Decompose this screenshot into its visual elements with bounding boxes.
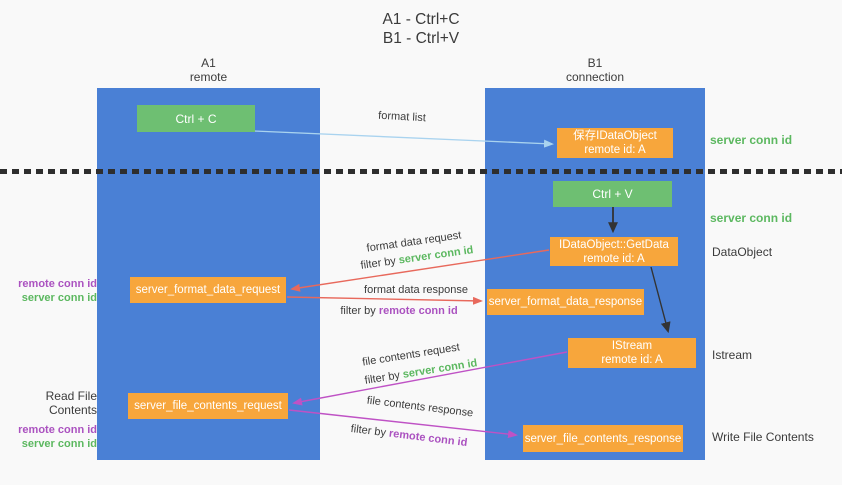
right-label-server-conn-id-2: server conn id (710, 211, 793, 225)
edge-label-format-data-response: format data response (364, 284, 468, 296)
node-server-file-contents-response-label: server_file_contents_response (524, 432, 682, 445)
lane-b1-name: B1 (587, 56, 603, 70)
node-istream-remote-id: remote id: A (601, 354, 663, 366)
left-label-read-file-contents: Read File Contents (45, 389, 97, 417)
node-server-format-data-request: server_format_data_request (130, 277, 286, 303)
remote-conn-id-text: remote conn id (388, 427, 468, 450)
lane-a1-name: A1 (201, 56, 216, 70)
node-ctrl-c-label: Ctrl + C (175, 111, 217, 126)
node-server-file-contents-request-label: server_file_contents_request (134, 400, 282, 412)
server-conn-id-text: server conn id (401, 357, 479, 381)
node-server-format-data-response: server_format_data_response (487, 289, 644, 315)
title-line-b1: B1 - Ctrl+V (382, 30, 460, 47)
left-label-server-conn-id-1: server conn id (21, 292, 97, 304)
node-ctrl-c: Ctrl + C (137, 105, 255, 132)
remote-conn-id-text: remote conn id (378, 305, 458, 317)
node-save-idataobject-remote-id: remote id: A (584, 144, 646, 156)
lane-header-b1: B1 connection (485, 56, 705, 84)
node-istream-title: IStream (611, 340, 653, 352)
diagram-title: A1 - Ctrl+C B1 - Ctrl+V (0, 10, 842, 48)
left-label-block-file: Read File Contents remote conn id server… (0, 389, 97, 451)
lane-header-a1: A1 remote (97, 56, 320, 84)
filter-by-text: filter by (363, 368, 404, 387)
edge-label-filter-remote-conn-2: filter by remote conn id (350, 423, 468, 449)
node-ctrl-v-label: Ctrl + V (592, 187, 633, 201)
filter-by-text: filter by (359, 254, 400, 272)
node-server-file-contents-request: server_file_contents_request (128, 393, 288, 419)
node-server-format-data-response-label: server_format_data_response (488, 296, 643, 308)
node-server-file-contents-response: server_file_contents_response (523, 425, 683, 452)
filter-by-text: filter by (340, 305, 379, 317)
right-label-server-conn-id-1: server conn id (710, 133, 793, 147)
node-getdata-title: IDataObject::GetData (559, 238, 669, 251)
left-label-server-conn-id-2: server conn id (21, 438, 97, 450)
edge-label-filter-remote-conn-1: filter by remote conn id (340, 305, 457, 317)
dotted-separator-line (0, 169, 842, 174)
edge-label-file-contents-response: file contents response (366, 394, 474, 420)
lane-a1-subtitle: remote (189, 70, 228, 84)
node-idataobject-getdata: IDataObject::GetData remote id: A (550, 237, 678, 266)
node-server-format-data-request-label: server_format_data_request (135, 284, 281, 296)
lane-b1-subtitle: connection (565, 70, 625, 84)
node-getdata-remote-id: remote id: A (583, 252, 645, 265)
node-ctrl-v: Ctrl + V (553, 181, 672, 207)
node-save-idataobject: 保存IDataObject remote id: A (557, 128, 673, 158)
filter-by-text: filter by (350, 422, 390, 440)
right-label-write-file-contents: Write File Contents (712, 430, 814, 444)
left-label-block-format: remote conn id server conn id (0, 277, 97, 305)
right-label-dataobject: DataObject (712, 245, 773, 259)
node-istream: IStream remote id: A (568, 338, 696, 368)
title-line-a1: A1 - Ctrl+C (382, 11, 460, 28)
node-save-idataobject-title: 保存IDataObject (573, 130, 657, 142)
edge-label-format-list: format list (377, 109, 427, 125)
left-label-remote-conn-id-2: remote conn id (18, 424, 97, 436)
right-label-istream: Istream (712, 348, 753, 362)
left-label-remote-conn-id-1: remote conn id (18, 278, 97, 290)
